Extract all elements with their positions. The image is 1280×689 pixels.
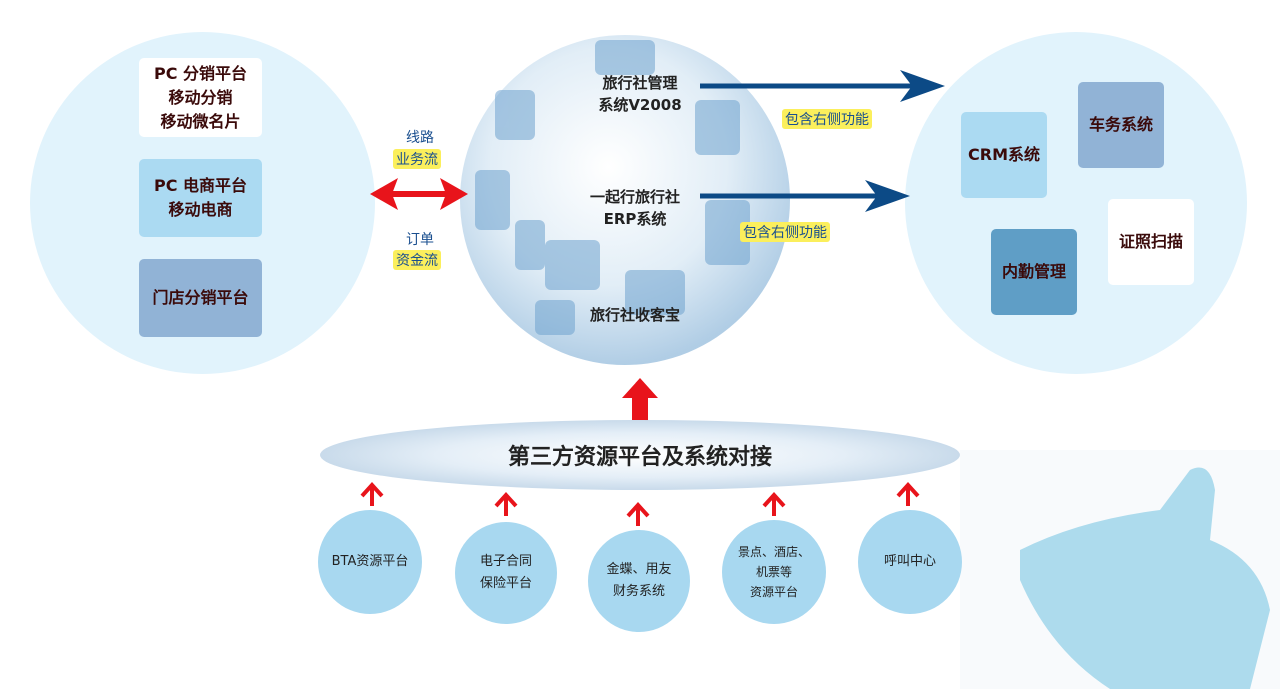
includes-note-2: 包含右侧功能 <box>740 222 830 242</box>
ecommerce-platform-box: PC 电商平台 移动电商 <box>139 159 262 237</box>
third-party-banner: 第三方资源平台及系统对接 <box>320 420 960 490</box>
up-arrow-icon <box>896 482 920 506</box>
crm-box: CRM系统 <box>961 112 1047 198</box>
up-arrow-icon <box>494 492 518 516</box>
order-label: 订单 <box>406 232 434 248</box>
business-flow-tag: 业务流 <box>393 149 441 169</box>
system-v2008-label: 旅行社管理 系统V2008 <box>598 74 682 114</box>
resource-platform-circle: 景点、酒店、 机票等 资源平台 <box>722 520 826 624</box>
up-arrow-icon <box>622 378 658 424</box>
route-label: 线路 <box>406 130 434 146</box>
office-mgmt-box: 内勤管理 <box>991 229 1077 315</box>
up-arrow-icon <box>762 492 786 516</box>
includes-note-1: 包含右侧功能 <box>782 109 872 129</box>
customer-tool-label: 旅行社收客宝 <box>589 306 680 324</box>
features-circle <box>905 32 1247 374</box>
double-arrow-icon <box>370 178 468 210</box>
finance-system-circle: 金蝶、用友 财务系统 <box>588 530 690 632</box>
call-center-circle: 呼叫中心 <box>858 510 962 614</box>
store-distribution-box: 门店分销平台 <box>139 259 262 337</box>
up-arrow-icon <box>626 502 650 526</box>
e-contract-circle: 电子合同 保险平台 <box>455 522 557 624</box>
globe-graphic <box>460 35 790 365</box>
id-scan-box: 证照扫描 <box>1108 199 1194 285</box>
distribution-platform-box: PC 分销平台 移动分销 移动微名片 <box>139 58 262 137</box>
banner-title: 第三方资源平台及系统对接 <box>507 445 772 470</box>
erp-system-label: 一起行旅行社 ERP系统 <box>589 188 680 228</box>
arrow-right-icon <box>700 70 945 212</box>
hand-graphic <box>960 450 1280 689</box>
fund-flow-tag: 资金流 <box>393 250 441 270</box>
vehicle-box: 车务系统 <box>1078 82 1164 168</box>
up-arrow-icon <box>360 482 384 506</box>
bta-platform-circle: BTA资源平台 <box>318 510 422 614</box>
